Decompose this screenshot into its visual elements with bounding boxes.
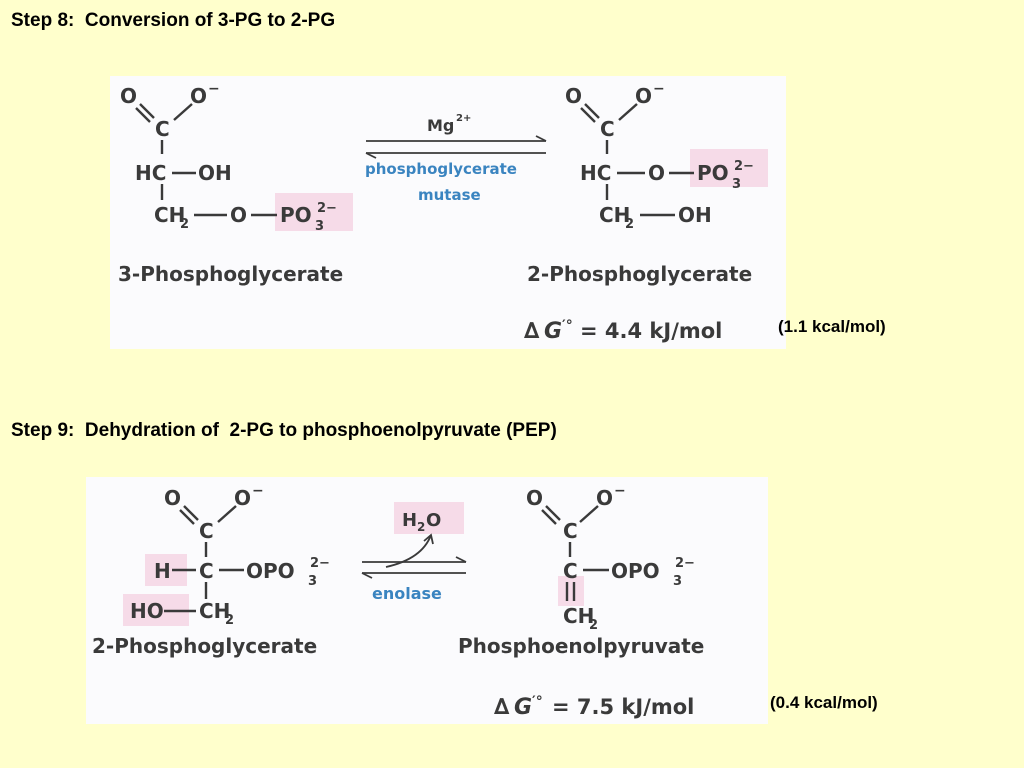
r9-carbonyl-carbon: C	[199, 519, 214, 543]
delta-symbol: ∆	[524, 319, 540, 344]
p9-carbonyl-carbon: C	[563, 519, 578, 543]
r9-opo3: OPO	[246, 559, 295, 583]
p8-oh: OH	[678, 203, 712, 227]
step8-kcal: (1.1 kcal/mol)	[778, 317, 886, 336]
p8-carbonyl-carbon: C	[600, 117, 615, 141]
reactant8-name: 3-Phosphoglycerate	[118, 262, 343, 286]
r8-o-minus: O	[190, 84, 207, 108]
r8-o-double: O	[120, 84, 137, 108]
p8-ester-o: O	[648, 161, 665, 185]
p9-minus: −	[614, 483, 626, 499]
step8-reaction-panel: O O − C HC OH CH 2 O PO 3 2− 3-Phosphogl…	[110, 76, 786, 349]
water-highlight	[394, 502, 464, 534]
step9-kcal: (0.4 kcal/mol)	[770, 693, 878, 712]
delta-g-prime: ′°	[562, 318, 573, 334]
water-o: O	[426, 510, 441, 531]
p8-po3: PO	[697, 161, 729, 185]
delta-g-value-9: = 7.5 kJ/mol	[552, 695, 694, 719]
water-h: H	[402, 510, 417, 531]
step8-title: Step 8: Conversion of 3-PG to 2-PG	[11, 10, 336, 31]
p8-ch2-sub: 2	[625, 217, 634, 232]
product8-name: 2-Phosphoglycerate	[527, 262, 752, 286]
p9-c-mid: C	[563, 559, 578, 583]
r9-o-double: O	[164, 486, 181, 510]
r9-opo3-sub: 3	[308, 574, 317, 589]
product8-phosphate-highlight	[690, 149, 768, 187]
reactant8-structure: O O − C HC OH CH 2 O PO 3 2− 3-Phosphogl…	[118, 81, 343, 286]
p8-o-minus: O	[635, 84, 652, 108]
water-sub: 2	[417, 520, 425, 534]
delta-g-letter: G	[544, 319, 562, 344]
step8-reaction-diagram: O O − C HC OH CH 2 O PO 3 2− 3-Phosphogl…	[118, 81, 768, 344]
r8-po3: PO	[280, 203, 312, 227]
r8-hc: HC	[135, 161, 166, 185]
step9-enzyme: enolase	[372, 584, 442, 603]
delta-symbol-9: ∆	[494, 695, 510, 720]
delta-g-prime-9: ′°	[532, 694, 543, 710]
r9-c-mid: C	[199, 559, 214, 583]
step9-title: Step 9: Dehydration of 2-PG to phosphoen…	[11, 420, 557, 441]
p8-ch2: CH	[599, 203, 630, 227]
r9-ch2-sub: 2	[225, 613, 234, 628]
r9-ho: HO	[130, 599, 164, 623]
r8-po3-sup: 2−	[317, 201, 337, 216]
r9-o-minus: O	[234, 486, 251, 510]
r9-opo3-sup: 2−	[310, 556, 330, 571]
r9-ch2: CH	[199, 599, 230, 623]
p8-po3-sub: 3	[732, 177, 741, 192]
p9-o-double: O	[526, 486, 543, 510]
step9-reaction-panel: O O − C H C OPO 3 2− HO CH 2 2-Phosphogl…	[86, 477, 768, 724]
r8-minus: −	[208, 81, 220, 97]
reactant8-phosphate-highlight	[275, 193, 353, 231]
product9-double-bond-highlight	[558, 576, 584, 606]
r8-ch2: CH	[154, 203, 185, 227]
p8-po3-sup: 2−	[734, 159, 754, 174]
step8-enzyme-line1: phosphoglycerate	[365, 160, 517, 178]
p8-o-double: O	[565, 84, 582, 108]
r9-minus: −	[252, 483, 264, 499]
product8-structure: O O − C HC O PO 3 2− CH 2 OH 2-Phosphogl…	[527, 81, 754, 286]
p9-ch2-sub: 2	[589, 618, 598, 633]
product9-structure: O O − C C OPO 3 2− CH 2 Phosphoenolpyruv…	[458, 483, 704, 658]
product9-name: Phosphoenolpyruvate	[458, 634, 704, 658]
p9-opo3-sub: 3	[673, 574, 682, 589]
step8-delta-g: ∆ G ′° = 4.4 kJ/mol	[524, 318, 722, 344]
step9-delta-g: ∆ G ′° = 7.5 kJ/mol	[494, 694, 694, 720]
p8-minus: −	[653, 81, 665, 97]
p9-ch2: CH	[563, 604, 594, 628]
r9-h: H	[154, 559, 171, 583]
delta-g-value: = 4.4 kJ/mol	[580, 319, 722, 343]
p9-opo3-sup: 2−	[675, 556, 695, 571]
delta-g-letter-9: G	[514, 695, 532, 720]
reactant9-structure: O O − C H C OPO 3 2− HO CH 2 2-Phosphogl…	[92, 483, 330, 658]
p9-o-minus: O	[596, 486, 613, 510]
step8-cofactor-charge: 2+	[456, 113, 471, 124]
r8-ch2-sub: 2	[180, 217, 189, 232]
step9-reaction-diagram: O O − C H C OPO 3 2− HO CH 2 2-Phosphogl…	[92, 483, 704, 720]
step8-cofactor: Mg	[427, 116, 454, 135]
water-release-arrow	[385, 534, 432, 568]
p9-opo3: OPO	[611, 559, 660, 583]
reactant9-name: 2-Phosphoglycerate	[92, 634, 317, 658]
r8-po3-sub: 3	[315, 219, 324, 234]
r8-carbonyl-carbon: C	[155, 117, 170, 141]
r8-ester-o: O	[230, 203, 247, 227]
p8-hc: HC	[580, 161, 611, 185]
step8-enzyme-line2: mutase	[418, 186, 481, 204]
r8-oh: OH	[198, 161, 232, 185]
